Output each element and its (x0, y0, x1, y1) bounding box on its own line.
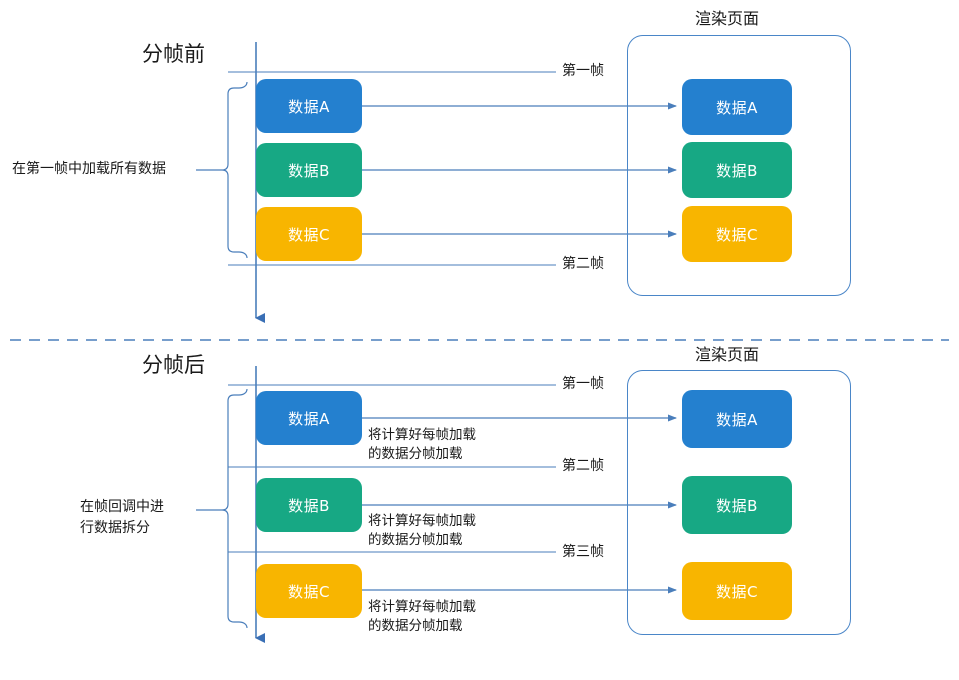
render-block-a-after[interactable]: 数据A (682, 390, 792, 448)
source-block-a-after[interactable]: 数据A (256, 391, 362, 445)
frame-label-after-3: 第三帧 (562, 544, 604, 560)
note-b-line2: 的数据分帧加载 (368, 532, 463, 548)
frame-label-after-1: 第一帧 (562, 376, 604, 392)
note-a-line2: 的数据分帧加载 (368, 446, 463, 462)
frame-label-before-2: 第二帧 (562, 256, 604, 272)
render-block-a-before[interactable]: 数据A (682, 79, 792, 135)
side-note-before: 在第一帧中加载所有数据 (12, 161, 166, 177)
source-block-c-after[interactable]: 数据C (256, 564, 362, 618)
render-block-b-before[interactable]: 数据B (682, 142, 792, 198)
side-note-after-line1: 在帧回调中进 (80, 499, 164, 515)
note-b-line1: 将计算好每帧加载 (368, 513, 476, 529)
side-note-after-line2: 行数据拆分 (80, 520, 150, 536)
render-page-box-after (627, 370, 851, 635)
section-title-after: 分帧后 (142, 353, 205, 377)
source-block-a-before[interactable]: 数据A (256, 79, 362, 133)
render-page-title-before: 渲染页面 (695, 9, 760, 28)
source-block-b-after[interactable]: 数据B (256, 478, 362, 532)
render-block-b-after[interactable]: 数据B (682, 476, 792, 534)
note-c-line2: 的数据分帧加载 (368, 618, 463, 634)
render-block-c-after[interactable]: 数据C (682, 562, 792, 620)
note-a-line1: 将计算好每帧加载 (368, 427, 476, 443)
render-block-c-before[interactable]: 数据C (682, 206, 792, 262)
render-page-title-after: 渲染页面 (695, 345, 760, 364)
source-block-b-before[interactable]: 数据B (256, 143, 362, 197)
source-block-c-before[interactable]: 数据C (256, 207, 362, 261)
group-brace-top (196, 81, 248, 259)
section-title-before: 分帧前 (142, 42, 205, 66)
frame-label-before-1: 第一帧 (562, 63, 604, 79)
frame-label-after-2: 第二帧 (562, 458, 604, 474)
group-brace-bottom (196, 388, 248, 629)
note-c-line1: 将计算好每帧加载 (368, 599, 476, 615)
render-page-box-before (627, 35, 851, 296)
